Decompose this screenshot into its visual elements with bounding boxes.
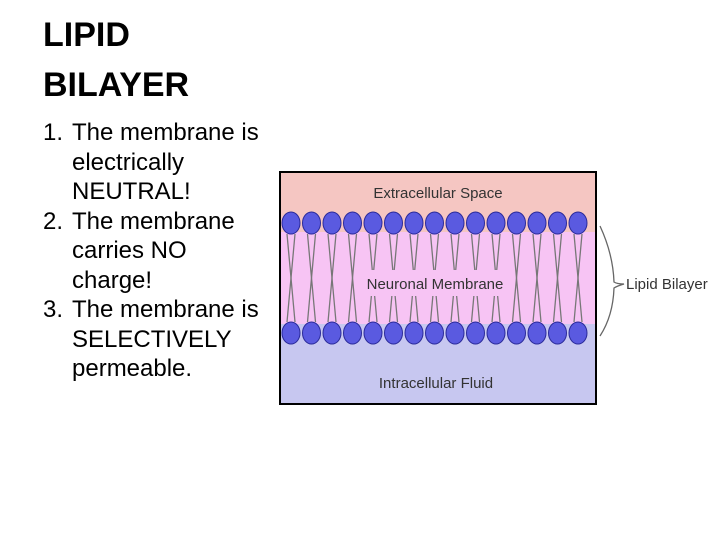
lipid-head	[281, 321, 301, 345]
lipid-head	[384, 211, 403, 235]
lipid-tail	[310, 277, 317, 323]
lipid-tail	[290, 277, 296, 323]
diagram-border	[279, 171, 597, 405]
lipid-head	[281, 211, 301, 235]
lipid-head	[548, 211, 567, 235]
lipid-head	[548, 321, 567, 345]
lipid-tail	[577, 277, 583, 323]
list-number: 3.	[43, 296, 64, 323]
lipid-head	[486, 321, 506, 345]
extracellular-label: Extracellular Space	[373, 185, 502, 202]
lipid-head	[568, 211, 588, 235]
lipid-head	[343, 321, 362, 345]
lipid-head	[363, 211, 383, 235]
lipid-tail	[515, 277, 522, 323]
lipid-tail	[577, 233, 583, 279]
title-line-1: LIPID	[43, 16, 130, 54]
list-text: The membrane carries NO charge!	[72, 207, 235, 294]
intracellular-label: Intracellular Fluid	[379, 375, 493, 392]
lipid-tail	[286, 233, 292, 279]
lipid-tail	[306, 277, 313, 323]
membrane-label: Neuronal Membrane	[367, 276, 504, 293]
lipid-tail	[310, 233, 317, 279]
slide-title: LIPID BILAYER	[43, 10, 189, 110]
membrane-label-background	[362, 270, 508, 296]
lipid-tail	[331, 277, 337, 323]
lipid-head	[466, 321, 485, 345]
lipid-head	[425, 211, 444, 235]
lipid-tail	[351, 233, 358, 279]
lipid-tail	[573, 233, 579, 279]
lipid-tail	[532, 277, 538, 323]
lipid-head	[527, 321, 547, 345]
lipid-tail	[556, 233, 563, 279]
list-text: The membrane is electrically NEUTRAL!	[72, 119, 259, 205]
lipid-tail	[327, 233, 333, 279]
lipid-bilayer-label: Lipid Bilayer	[626, 276, 708, 293]
lipid-tail	[556, 277, 563, 323]
list-item: 1. The membrane is electrically NEUTRAL!	[43, 118, 273, 207]
lipid-head	[322, 211, 342, 235]
outer-head-row	[281, 211, 588, 235]
list-item: 2. The membrane carries NO charge!	[43, 207, 273, 296]
lipid-tail	[573, 277, 579, 323]
lipid-head	[507, 211, 526, 235]
lipid-tail	[552, 233, 559, 279]
lipid-head	[445, 321, 465, 345]
bilayer-bracket	[599, 225, 625, 337]
lipid-head	[445, 211, 465, 235]
lipid-head	[302, 321, 321, 345]
lipid-tail	[290, 233, 296, 279]
lipid-tail	[351, 277, 358, 323]
lipid-tail	[511, 277, 518, 323]
lipid-head	[527, 211, 547, 235]
lipid-head	[404, 211, 424, 235]
lipid-head	[322, 321, 342, 345]
lipid-head	[425, 321, 444, 345]
lipid-tail	[552, 277, 559, 323]
lipid-head	[466, 211, 485, 235]
lipid-head	[363, 321, 383, 345]
lipid-tail	[511, 233, 518, 279]
lipid-head	[384, 321, 403, 345]
lipid-head	[486, 211, 506, 235]
lipid-head	[568, 321, 588, 345]
bullet-list: 1. The membrane is electrically NEUTRAL!…	[43, 118, 273, 384]
lipid-tail	[536, 233, 542, 279]
lipid-tail	[532, 233, 538, 279]
lipid-tail	[347, 233, 354, 279]
inner-head-row	[281, 321, 588, 345]
lipid-head	[507, 321, 526, 345]
list-item: 3. The membrane is SELECTIVELY permeable…	[43, 295, 273, 384]
lipid-tail	[306, 233, 313, 279]
lipid-tail	[515, 233, 522, 279]
lipid-head	[343, 211, 362, 235]
list-text: The membrane is SELECTIVELY permeable.	[72, 296, 259, 382]
lipid-head	[404, 321, 424, 345]
lipid-head	[302, 211, 321, 235]
lipid-tail	[331, 233, 337, 279]
list-number: 2.	[43, 207, 64, 235]
lipid-tail	[327, 277, 333, 323]
lipid-tail	[286, 277, 292, 323]
lipid-tail	[347, 277, 354, 323]
list-number: 1.	[43, 119, 64, 146]
lipid-bilayer-diagram: Extracellular Space Neuronal Membrane In…	[279, 171, 708, 405]
lipid-tail	[536, 277, 542, 323]
title-line-2: BILAYER	[43, 66, 190, 104]
